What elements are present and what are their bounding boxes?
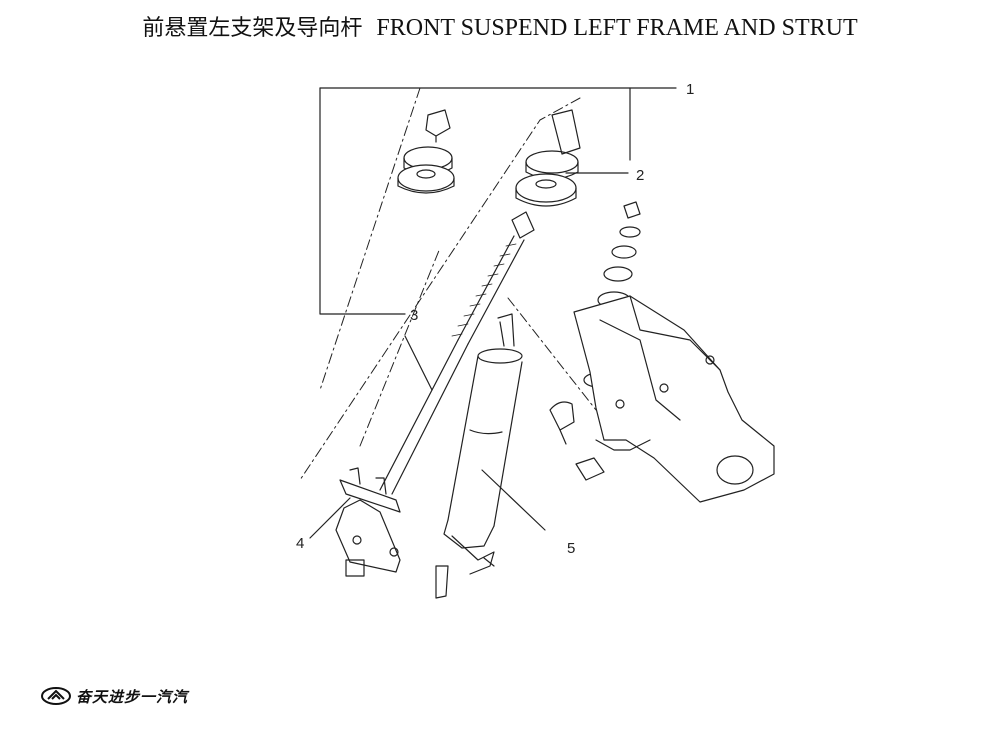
callout-5: 5 [567, 540, 575, 557]
page-title-en: FRONT SUSPEND LEFT FRAME AND STRUT [376, 15, 858, 41]
page-title: 前悬置左支架及导向杆 FRONT SUSPEND LEFT FRAME AND S… [0, 10, 1000, 42]
left-frame-bracket [549, 295, 775, 503]
callout-4: 4 [296, 535, 304, 552]
leader-lines [309, 87, 677, 539]
dash-dot-outline [299, 87, 597, 481]
brand-logo-text: 奋天进步一汽汽 [76, 687, 189, 706]
callout-1: 1 [686, 81, 694, 98]
upper-mount-right [511, 109, 581, 239]
brand-logo: 奋天进步一汽汽 [40, 686, 188, 706]
upper-mount-left [397, 109, 455, 194]
lower-bracket [335, 467, 401, 577]
callout-2: 2 [636, 167, 644, 184]
callout-3: 3 [410, 307, 418, 324]
strut-rod [379, 235, 525, 495]
page-title-cn: 前悬置左支架及导向杆 [142, 16, 363, 41]
shock-absorber [435, 313, 523, 599]
faw-emblem-icon [41, 687, 71, 705]
